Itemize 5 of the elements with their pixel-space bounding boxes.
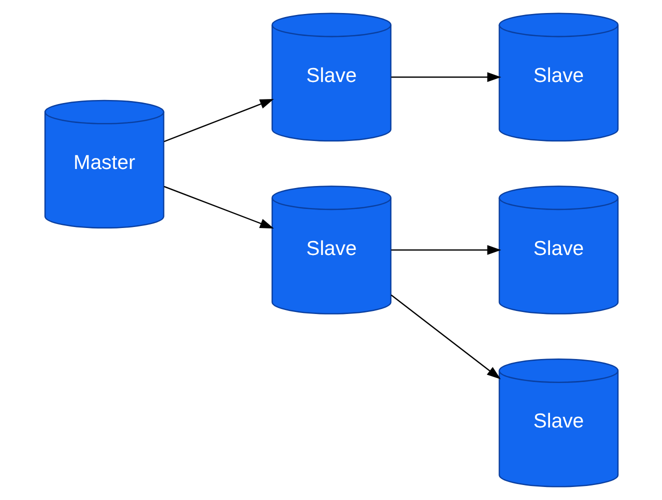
arrow — [163, 98, 274, 142]
arrow — [390, 72, 501, 82]
arrow — [163, 186, 274, 228]
arrow — [390, 245, 501, 255]
arrow — [390, 294, 500, 380]
